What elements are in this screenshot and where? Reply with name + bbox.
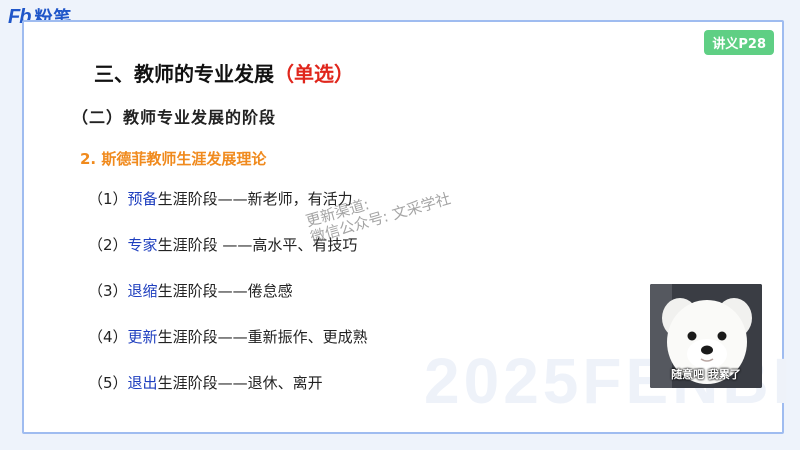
stage-number: （2）	[88, 236, 128, 254]
stage-item: （5）退出生涯阶段——退休、离开	[88, 372, 368, 418]
stage-keyword: 退缩	[127, 282, 158, 300]
stage-item: （2）专家生涯阶段 ——高水平、有技巧	[88, 234, 368, 280]
handout-page-tag: 讲义P28	[704, 30, 774, 55]
stage-item: （4）更新生涯阶段——重新振作、更成熟	[88, 326, 368, 372]
stage-item: （3）退缩生涯阶段——倦怠感	[88, 280, 368, 326]
stage-keyword: 预备	[127, 190, 158, 208]
stage-list: （1）预备生涯阶段——新老师，有活力 （2）专家生涯阶段 ——高水平、有技巧 （…	[88, 188, 368, 418]
stage-keyword: 更新	[127, 328, 158, 346]
stage-description: 生涯阶段 ——高水平、有技巧	[157, 236, 358, 254]
section-title-text: 三、教师的专业发展	[94, 62, 274, 86]
stage-number: （1）	[88, 190, 128, 208]
topic-title: 2. 斯德菲教师生涯发展理论	[80, 150, 267, 168]
stage-description: 生涯阶段——倦怠感	[157, 282, 293, 300]
stage-keyword: 专家	[127, 236, 158, 254]
stage-keyword: 退出	[127, 374, 158, 392]
section-title-accent: （单选）	[274, 62, 354, 86]
stage-number: （5）	[88, 374, 128, 392]
dog-face-image	[650, 284, 762, 388]
stage-description: 生涯阶段——重新振作、更成熟	[157, 328, 368, 346]
stage-description: 生涯阶段——新老师，有活力	[157, 190, 353, 208]
stage-description: 生涯阶段——退休、离开	[157, 374, 323, 392]
section-title: 三、教师的专业发展（单选）	[94, 58, 354, 87]
stage-number: （4）	[88, 328, 128, 346]
subsection-title: （二）教师专业发展的阶段	[72, 108, 277, 127]
stage-item: （1）预备生涯阶段——新老师，有活力	[88, 188, 368, 234]
slide-frame: 2025FENBI 讲义P28 三、教师的专业发展（单选） （二）教师专业发展的…	[22, 20, 790, 434]
stage-number: （3）	[88, 282, 128, 300]
dog-sticker: 随意吧 我累了	[650, 284, 762, 388]
sticker-caption: 随意吧 我累了	[671, 368, 741, 381]
